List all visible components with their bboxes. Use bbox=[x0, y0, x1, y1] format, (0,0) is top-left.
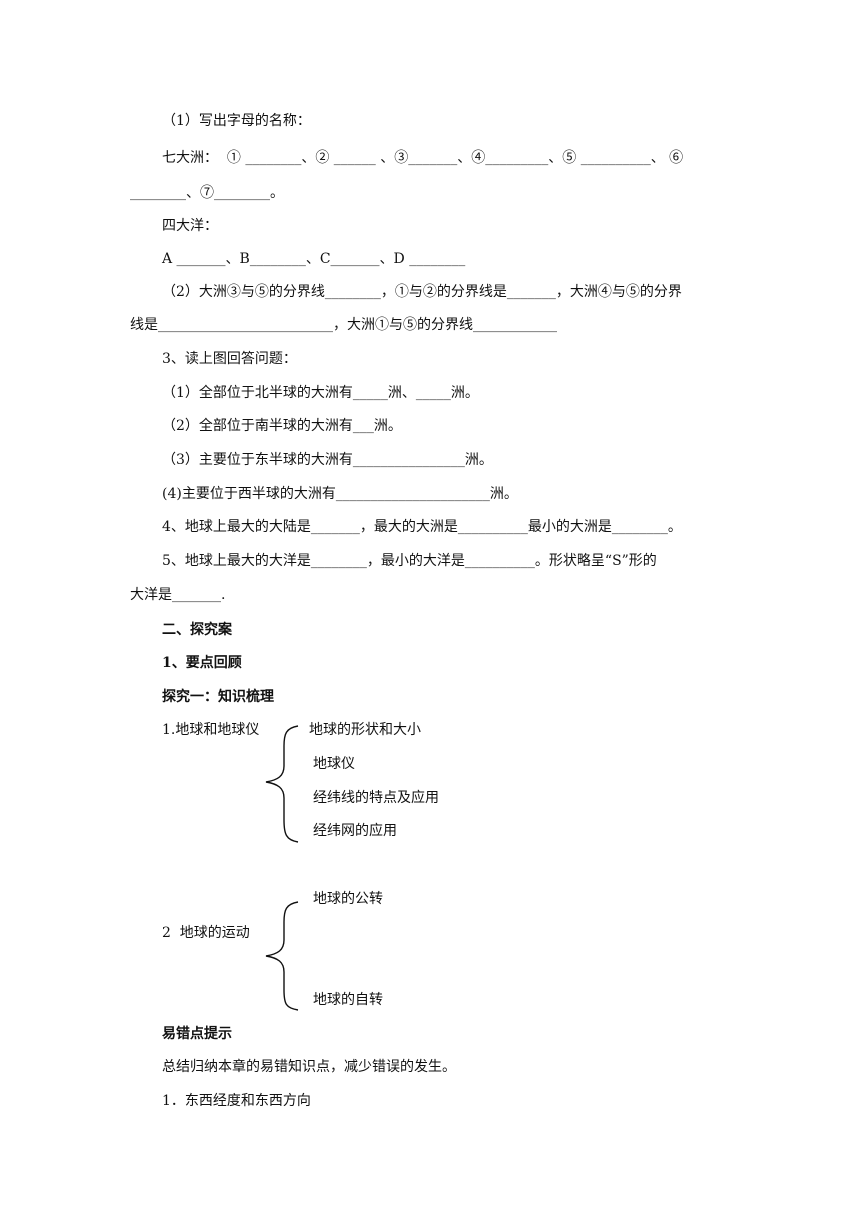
continents-line-1: 七大洲： ① ________、② ______ 、③_______、④____… bbox=[162, 150, 684, 166]
topic2-label: 2 地球的运动 bbox=[162, 925, 250, 941]
topic2-brace bbox=[265, 901, 299, 1011]
q3-item-2: （2）全部位于南半球的大洲有___洲。 bbox=[162, 418, 402, 434]
topic1-item-4: 经纬网的应用 bbox=[313, 823, 397, 839]
topic1-label: 1.地球和地球仪 bbox=[162, 722, 260, 738]
q5-line-2: 大洋是_______. bbox=[130, 587, 226, 603]
explore-title: 探究一：知识梳理 bbox=[162, 689, 274, 705]
q5-line-1: 5、地球上最大的大洋是________，最小的大洋是__________。形状略… bbox=[162, 553, 657, 569]
topic2-item-1: 地球的公转 bbox=[313, 891, 383, 907]
continents-line-2: ________、⑦________。 bbox=[130, 185, 284, 201]
review-title: 1、要点回顾 bbox=[162, 655, 242, 671]
q2-line-1: （2）大洲③与⑤的分界线________，①与②的分界线是_______，大洲④… bbox=[162, 284, 682, 300]
topic1-item-3: 经纬线的特点及应用 bbox=[313, 790, 439, 806]
q3-title: 3、读上图回答问题： bbox=[162, 351, 297, 367]
topic1-item-1: 地球的形状和大小 bbox=[309, 722, 421, 738]
error-title: 易错点提示 bbox=[162, 1026, 232, 1042]
error-item-1: 1．东西经度和东西方向 bbox=[162, 1093, 311, 1109]
q3-item-1: （1）全部位于北半球的大洲有_____洲、_____洲。 bbox=[162, 385, 479, 401]
error-description: 总结归纳本章的易错知识点，减少错误的发生。 bbox=[162, 1059, 456, 1075]
q3-item-4: (4)主要位于西半球的大洲有______________________洲。 bbox=[162, 486, 518, 502]
oceans-title: 四大洋： bbox=[162, 218, 218, 234]
q1-title: （1）写出字母的名称： bbox=[162, 113, 311, 129]
topic2-item-2: 地球的自转 bbox=[313, 992, 383, 1008]
oceans-line: A _______、B________、C_______、D ________ bbox=[162, 251, 466, 267]
topic1-brace bbox=[265, 725, 299, 843]
q2-line-2: 线是_________________________，大洲①与⑤的分界线___… bbox=[130, 317, 557, 333]
section-title: 二、探究案 bbox=[162, 622, 232, 638]
topic1-item-2: 地球仪 bbox=[313, 756, 355, 772]
q4-line: 4、地球上最大的大陆是_______，最大的大洲是__________最小的大洲… bbox=[162, 519, 682, 535]
q3-item-3: （3）主要位于东半球的大洲有________________洲。 bbox=[162, 452, 493, 468]
